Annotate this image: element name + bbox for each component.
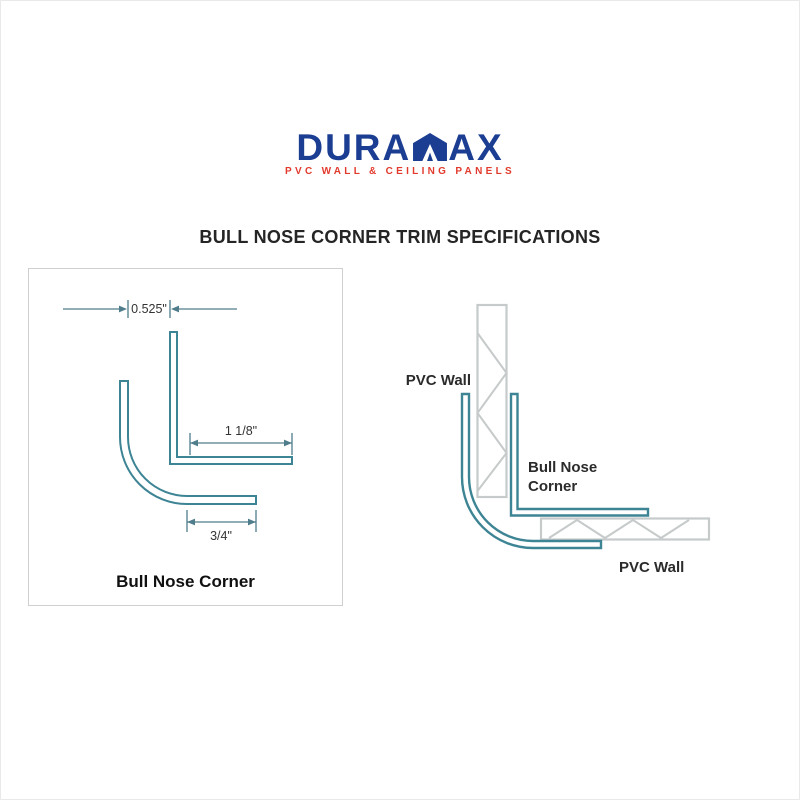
arrowhead bbox=[171, 305, 179, 313]
dimension-arrowheads bbox=[119, 305, 292, 526]
label-pvc-wall-horizontal: PVC Wall bbox=[619, 559, 684, 576]
bullnose-trim bbox=[460, 392, 650, 550]
bullnose-profile bbox=[119, 331, 293, 505]
trim-inner-wall bbox=[509, 392, 650, 517]
arrowhead bbox=[119, 305, 127, 313]
brand-logo: DURA AX PVC WALL & CEILING PANELS bbox=[1, 127, 799, 177]
installation-drawing: PVC Wall Bull Nose Corner PVC Wall bbox=[406, 303, 711, 576]
pvc-wall-vertical-panel bbox=[476, 303, 508, 499]
logo-house-m-icon bbox=[413, 133, 448, 161]
dimension-labels: 0.525" 1 1/8" 3/4" bbox=[131, 302, 257, 543]
profile-drawing-panel: 0.525" 1 1/8" 3/4" Bull Nose Corner bbox=[28, 268, 343, 606]
installation-labels: PVC Wall Bull Nose Corner PVC Wall bbox=[406, 372, 685, 576]
vertical-panel-webs bbox=[476, 332, 508, 492]
dimension-lines bbox=[63, 300, 293, 532]
profile-caption: Bull Nose Corner bbox=[116, 572, 255, 591]
logo-subtitle: PVC WALL & CEILING PANELS bbox=[285, 166, 515, 177]
installation-drawing-panel: PVC Wall Bull Nose Corner PVC Wall bbox=[391, 281, 731, 601]
arrowhead bbox=[248, 518, 256, 526]
label-bullnose-line2: Corner bbox=[528, 478, 577, 495]
pvc-panels bbox=[476, 303, 711, 541]
page-title: BULL NOSE CORNER TRIM SPECIFICATIONS bbox=[199, 227, 601, 248]
panel-web-pattern bbox=[476, 332, 690, 540]
dim-bottom-leg-label: 3/4" bbox=[210, 529, 232, 543]
logo-wordmark: DURA AX bbox=[296, 127, 504, 168]
dim-top-leg-label: 1 1/8" bbox=[225, 424, 257, 438]
label-pvc-wall-vertical: PVC Wall bbox=[406, 372, 471, 389]
horizontal-panel-webs bbox=[548, 518, 690, 540]
bullnose-profile-drawing: 0.525" 1 1/8" 3/4" bbox=[63, 300, 293, 543]
label-bullnose-line1: Bull Nose bbox=[528, 459, 597, 476]
logo-m-notch bbox=[422, 144, 438, 161]
trim-outer-bullnose-wall bbox=[460, 392, 603, 550]
arrowhead bbox=[284, 439, 292, 447]
arrowhead bbox=[187, 518, 195, 526]
profile-inner-wall bbox=[169, 331, 293, 465]
dim-slot-width-label: 0.525" bbox=[131, 302, 167, 316]
pvc-wall-horizontal-panel bbox=[539, 517, 711, 541]
profile-outer-bullnose-wall bbox=[119, 380, 257, 505]
arrowhead bbox=[190, 439, 198, 447]
logo-text-dura: DURA bbox=[296, 127, 412, 168]
logo-text-ax: AX bbox=[448, 127, 504, 168]
